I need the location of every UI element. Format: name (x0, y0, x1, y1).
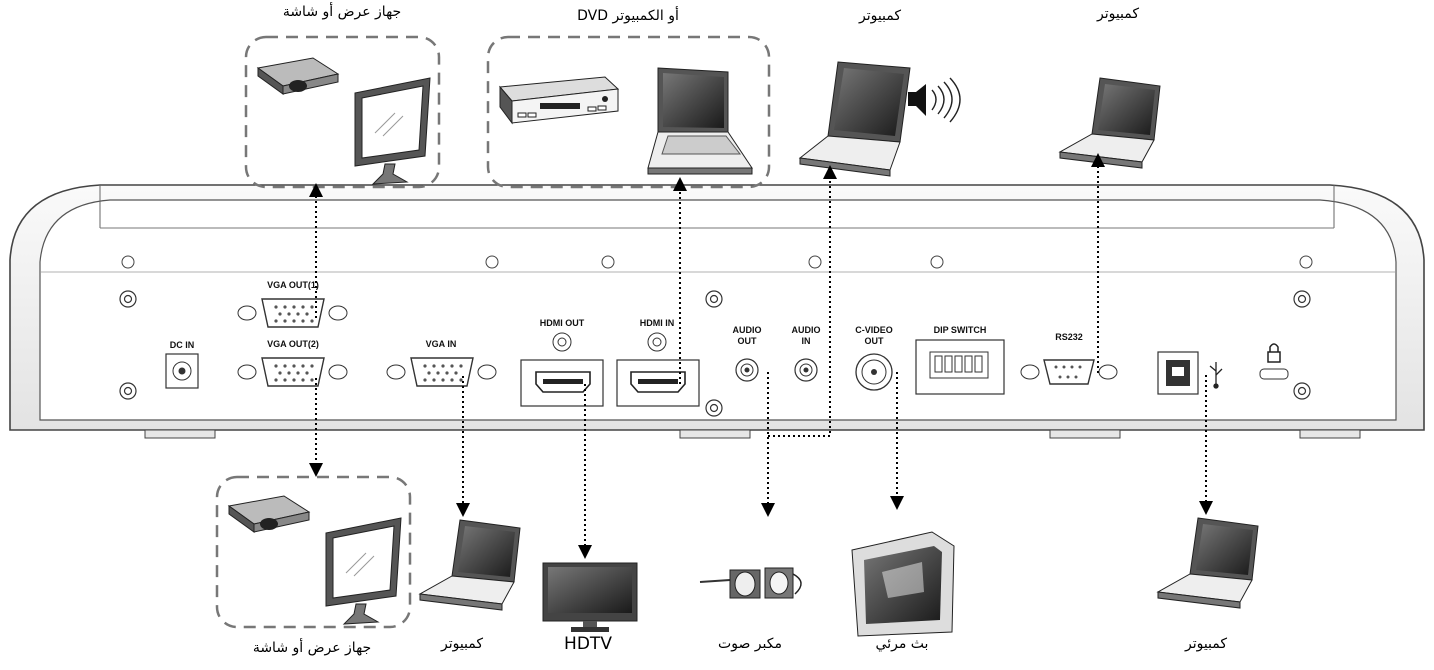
audio-in-label-1: AUDIO (792, 325, 821, 335)
projector-icon-bottom (227, 495, 311, 533)
hdmi-in-label: HDMI IN (640, 318, 675, 328)
rs232-label: RS232 (1055, 332, 1083, 342)
speaker-sound-icon (908, 77, 961, 123)
projector-icon (256, 57, 340, 95)
hdmi-in-port: HDMI IN (616, 318, 700, 407)
laptop-icon (647, 67, 753, 175)
vga-in-port: VGA IN (386, 339, 497, 387)
label-hdtv: HDTV (564, 634, 612, 654)
vga-in-label: VGA IN (426, 339, 457, 349)
laptop-audio-icon (798, 61, 911, 177)
dip-switch-label: DIP SWITCH (934, 325, 987, 335)
cvideo-label-2: OUT (865, 336, 885, 346)
label-pc-vga: كمبيوتر (440, 636, 484, 652)
laptop-rs232-icon (1058, 77, 1161, 169)
audio-out-label-2: OUT (738, 336, 758, 346)
document-camera-rear-panel (9, 184, 1425, 439)
hdtv-icon (542, 562, 638, 632)
monitor-icon-bottom (325, 517, 402, 625)
label-pc-rs232: كمبيوتر (1096, 6, 1140, 22)
label-tv: بث مرئي (875, 636, 929, 652)
laptop-usb-icon (1156, 517, 1259, 609)
usb-port (1157, 351, 1199, 395)
dvd-player-icon (498, 76, 620, 125)
speakers-icon (699, 567, 802, 599)
vga-out2-label: VGA OUT(2) (267, 339, 319, 349)
label-display-out2: جهاز عرض أو شاشة (252, 640, 372, 656)
dc-in-port: DC IN (165, 340, 199, 389)
audio-in-label-2: IN (802, 336, 811, 346)
hdmi-out-port: HDMI OUT (520, 318, 604, 407)
connector-audio-in (768, 165, 837, 437)
vga-out1-label: VGA OUT(1) (267, 280, 319, 290)
cvideo-out-port: C-VIDEO OUT (855, 325, 893, 391)
laptop-vga-icon (418, 519, 521, 611)
rs232-port: RS232 (1020, 332, 1118, 385)
dip-switch: DIP SWITCH (915, 325, 1005, 395)
hdmi-out-label: HDMI OUT (540, 318, 585, 328)
audio-out-port: AUDIO OUT (733, 325, 762, 382)
label-speaker: مكبر صوت (718, 636, 782, 652)
vga-out1-port: VGA OUT(1) (237, 280, 348, 328)
label-dvd-pc: DVD أو الكمبيوتر (577, 8, 679, 24)
monitor-icon (354, 77, 431, 185)
label-pc-usb: كمبيوتر (1184, 636, 1228, 652)
display-out2-group (215, 475, 412, 629)
dc-in-label: DC IN (170, 340, 195, 350)
label-pc-audio: كمبيوتر (858, 8, 902, 24)
display-out1-group (244, 35, 441, 189)
dvd-pc-group (486, 35, 771, 189)
audio-out-label-1: AUDIO (733, 325, 762, 335)
lock-icon (1259, 343, 1289, 380)
audio-in-port: AUDIO IN (792, 325, 821, 382)
tv-icon (851, 531, 955, 637)
usb-icon (1209, 362, 1223, 389)
label-display-out1: جهاز عرض أو شاشة (282, 4, 402, 20)
cvideo-label-1: C-VIDEO (855, 325, 893, 335)
vga-out2-port: VGA OUT(2) (237, 339, 348, 387)
